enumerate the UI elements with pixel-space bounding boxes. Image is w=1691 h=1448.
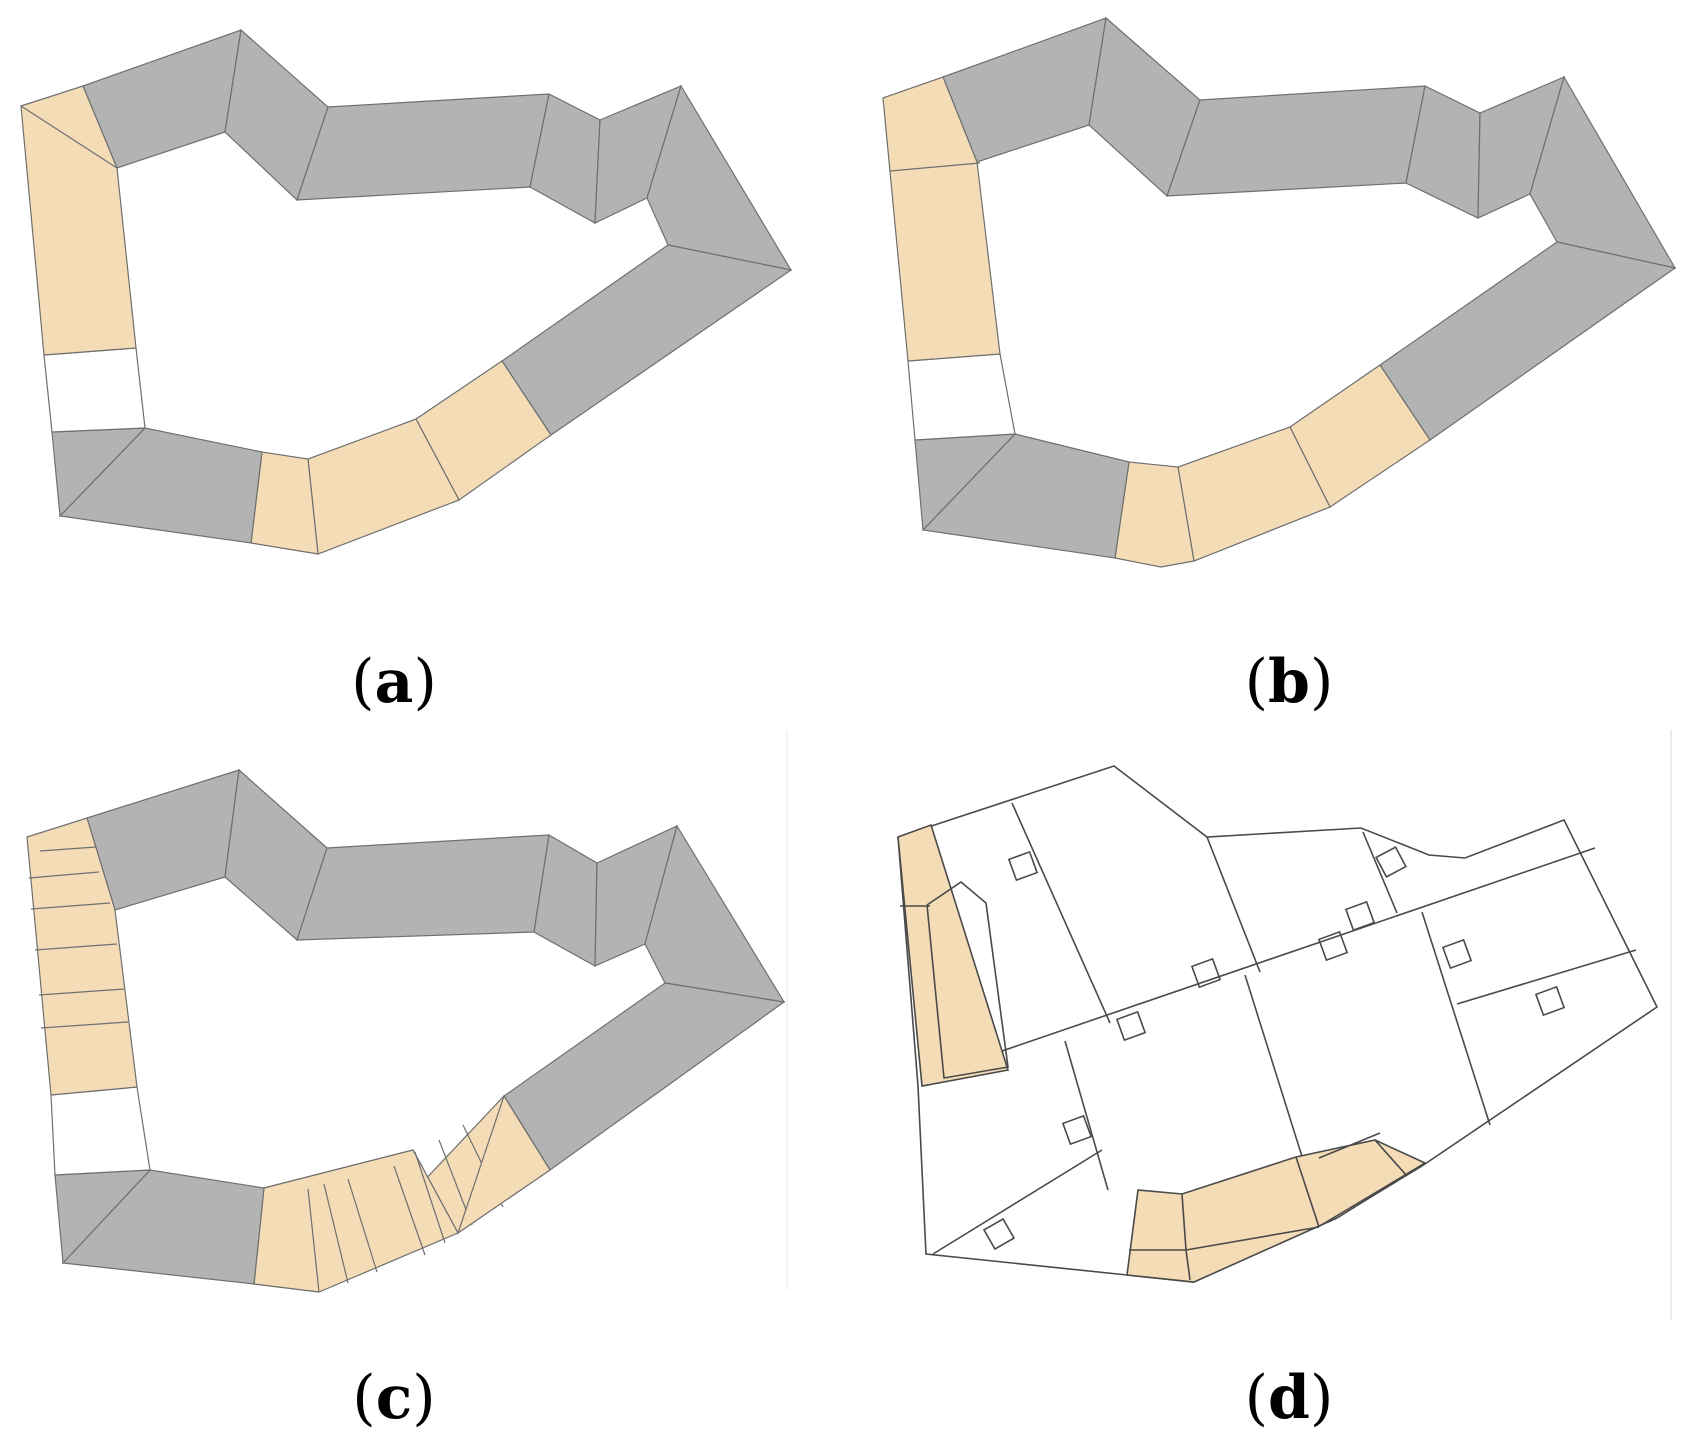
- segment-highlight: [253, 1149, 459, 1293]
- divider-line: [1318, 1132, 1381, 1159]
- site-boundary: [897, 765, 1659, 1283]
- opening-square: [1007, 850, 1039, 882]
- segment-gray: [296, 834, 550, 941]
- panel-label-a: (a): [351, 647, 437, 717]
- segment-edge: [393, 1165, 426, 1256]
- panel-b-diagram: [882, 16, 1677, 568]
- divider-line: [1206, 836, 1261, 973]
- segment-gray: [1166, 85, 1426, 197]
- opening-square: [1115, 1010, 1147, 1042]
- segment-highlight: [882, 76, 1001, 362]
- segment-open: [43, 347, 146, 433]
- opening-square: [1344, 900, 1376, 932]
- panel-c-diagram: [26, 768, 786, 1293]
- segment-edge: [38, 988, 125, 996]
- segment-edge: [347, 1178, 378, 1273]
- divider-line: [1374, 1139, 1408, 1177]
- divider-line: [1421, 911, 1491, 1126]
- divider-line: [1362, 831, 1398, 914]
- segment-edge: [323, 1183, 349, 1284]
- segment-gray: [86, 769, 240, 911]
- opening-square: [1375, 846, 1407, 878]
- segment-highlight: [456, 1094, 551, 1235]
- opening-square: [1317, 930, 1349, 962]
- segment-edge: [28, 871, 100, 879]
- segment-gray: [503, 982, 786, 1171]
- divider-line: [932, 1149, 1103, 1255]
- opening-square: [1534, 985, 1566, 1017]
- panel-d-diagram: [786, 730, 1672, 1320]
- panel-label-d: (d): [1245, 1363, 1334, 1433]
- divider-line: [925, 847, 1596, 1078]
- panel-label-b: (b): [1245, 647, 1334, 717]
- segment-highlight: [1126, 1139, 1427, 1283]
- segment-edge: [40, 1021, 129, 1029]
- opening-square: [1441, 938, 1473, 970]
- segment-highlight: [897, 823, 1010, 1087]
- segment-edge: [20, 105, 118, 169]
- inner-outline: [926, 880, 1009, 1079]
- divider-line: [1317, 1162, 1426, 1228]
- divider-line: [1064, 1040, 1109, 1191]
- segment-highlight: [20, 85, 137, 356]
- segment-gray: [501, 244, 793, 436]
- segment-edge: [307, 1188, 320, 1293]
- divider-line: [1295, 1156, 1320, 1228]
- segment-highlight: [1114, 461, 1195, 568]
- divider-line: [1456, 949, 1637, 1005]
- segment-edge: [39, 846, 97, 852]
- opening-square: [1190, 957, 1222, 989]
- divider-line: [1129, 1226, 1320, 1251]
- segment-edge: [34, 943, 118, 951]
- divider-line: [1011, 802, 1111, 1024]
- segment-highlight: [250, 451, 319, 555]
- segment-gray: [296, 93, 550, 201]
- panel-label-c: (c): [352, 1363, 435, 1433]
- segment-edge: [414, 1151, 446, 1244]
- divider-line: [1244, 974, 1306, 1167]
- segment-edge: [889, 162, 981, 172]
- segment-edge: [30, 902, 111, 910]
- opening-square: [1061, 1114, 1093, 1146]
- segment-open: [907, 353, 1016, 441]
- segment-gray: [1379, 241, 1677, 441]
- panel-a-diagram: [20, 28, 793, 555]
- segment-open: [50, 1086, 151, 1176]
- segment-highlight: [26, 817, 138, 1096]
- opening-square: [982, 1217, 1016, 1251]
